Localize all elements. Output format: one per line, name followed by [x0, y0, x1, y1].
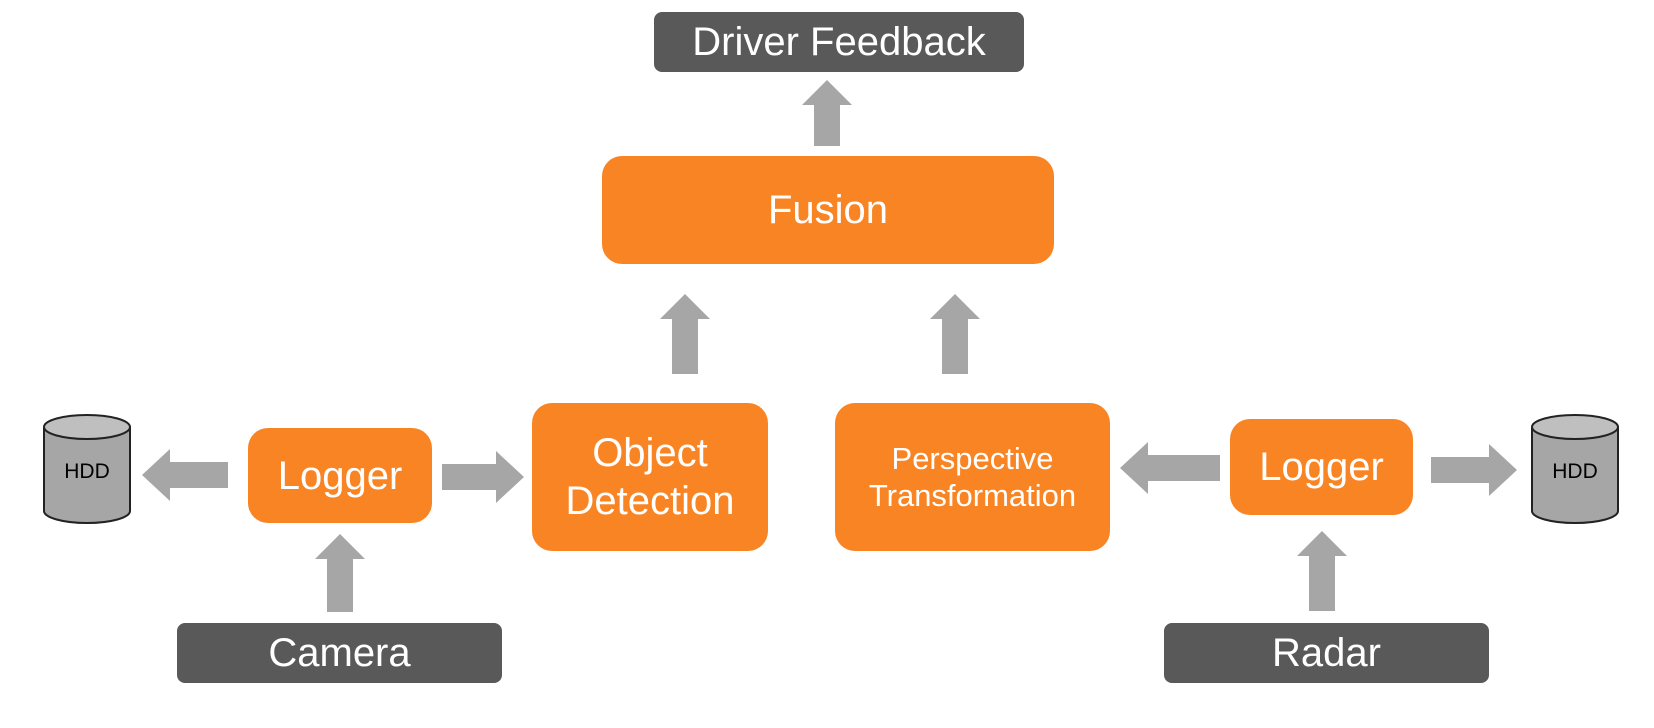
fusion-box: Fusion [602, 156, 1054, 264]
arrow-perspective-to-fusion [930, 294, 980, 374]
logger-right-label: Logger [1259, 445, 1384, 489]
arrow-logger-right-to-perspective [1120, 442, 1220, 494]
hdd-left-label: HDD [64, 460, 110, 483]
radar-box: Radar [1164, 623, 1489, 683]
hdd-right-label: HDD [1552, 460, 1598, 483]
hdd-right-cylinder-icon [1531, 414, 1619, 524]
perspective-transformation-box: Perspective Transformation [835, 403, 1110, 551]
arrow-logger-right-to-hdd [1431, 444, 1517, 496]
hdd-left-cylinder-icon [43, 414, 131, 524]
driver-feedback-box: Driver Feedback [654, 12, 1024, 72]
logger-left-label: Logger [277, 453, 403, 498]
object-detection-label: Object Detection [565, 431, 735, 523]
radar-label: Radar [1272, 631, 1381, 675]
camera-box: Camera [177, 623, 502, 683]
arrow-logger-left-to-hdd [142, 449, 228, 501]
object-detection-box: Object Detection [532, 403, 768, 551]
fusion-label: Fusion [767, 188, 889, 232]
arrow-camera-to-logger [315, 534, 365, 612]
camera-label: Camera [268, 631, 411, 675]
arrow-logger-left-to-object-detection [442, 451, 524, 503]
arrow-radar-to-logger [1297, 531, 1347, 611]
arrow-object-detection-to-fusion [660, 294, 710, 374]
logger-left-box: Logger [248, 428, 432, 523]
perspective-transformation-label: Perspective Transformation [868, 440, 1077, 513]
driver-feedback-label: Driver Feedback [692, 20, 986, 64]
arrow-fusion-to-driver-feedback [802, 80, 852, 146]
logger-right-box: Logger [1230, 419, 1413, 515]
